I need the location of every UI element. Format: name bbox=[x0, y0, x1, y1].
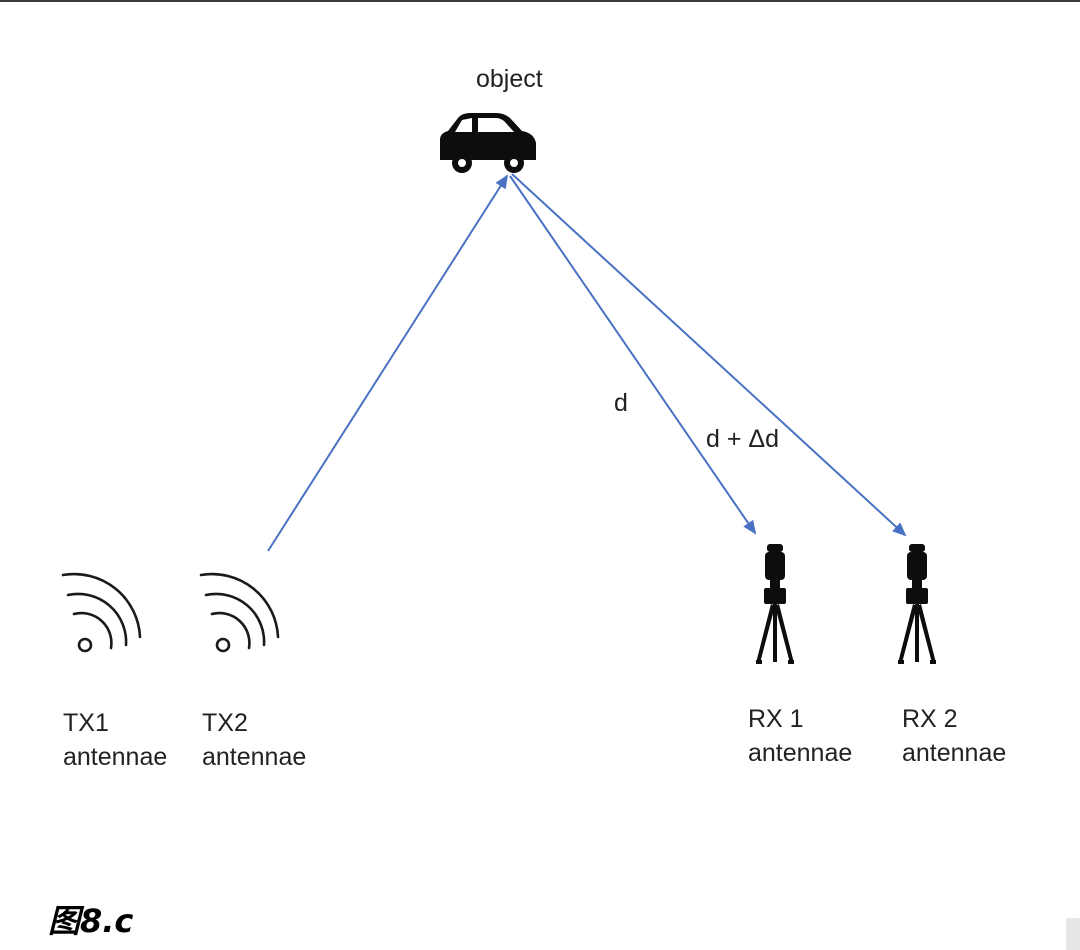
rx1-tripod-antenna-icon bbox=[756, 544, 794, 664]
tx1-label: TX1 antennae bbox=[63, 709, 168, 771]
object-to-rx1-arrow bbox=[509, 175, 757, 535]
top-border bbox=[0, 0, 1080, 2]
path-label-d: d bbox=[614, 389, 628, 417]
rx1-label: RX 1 antennae bbox=[748, 705, 853, 767]
tx2-label: TX2 antennae bbox=[202, 709, 307, 771]
tx1-wifi-icon bbox=[61, 572, 142, 653]
car-icon bbox=[440, 113, 536, 173]
tx2-wifi-icon bbox=[199, 572, 280, 653]
object-to-rx2-arrow bbox=[511, 173, 907, 537]
scrollbar-thumb[interactable] bbox=[1066, 918, 1080, 950]
rx2-label: RX 2 antennae bbox=[902, 705, 1007, 767]
rx2-tripod-antenna-icon bbox=[898, 544, 936, 664]
path-label-d-plus-delta: d + Δd bbox=[706, 425, 779, 453]
figure-caption: 图8.c bbox=[48, 902, 134, 940]
object-label: object bbox=[476, 65, 543, 93]
tx-to-object-arrow bbox=[267, 174, 509, 552]
